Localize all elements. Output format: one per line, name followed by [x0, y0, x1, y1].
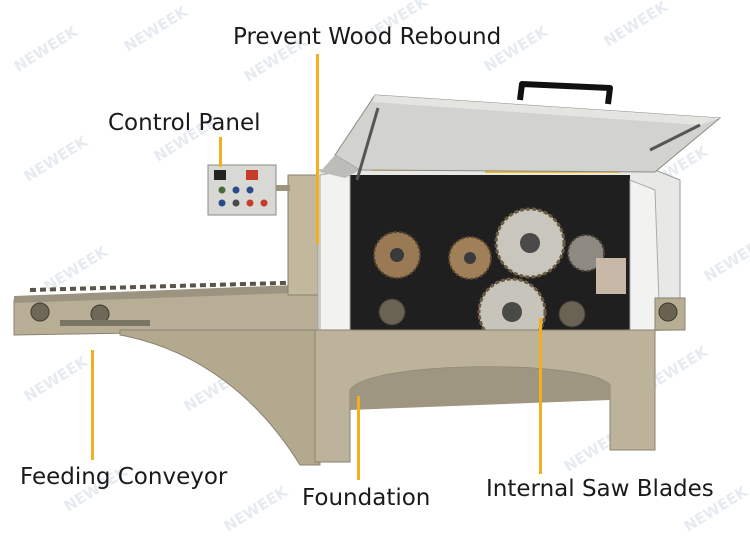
- leader-line-saw-blades: [539, 318, 542, 474]
- label-foundation: Foundation: [302, 485, 431, 511]
- control-panel-box: [207, 164, 290, 216]
- leader-line-foundation: [357, 396, 360, 480]
- leader-line-prevent-rebound: [316, 54, 319, 244]
- top-cover: [320, 81, 722, 181]
- machine-base: [314, 329, 656, 463]
- label-prevent-wood-rebound: Prevent Wood Rebound: [233, 24, 502, 50]
- leader-line-feeding-conveyor: [91, 350, 94, 460]
- label-internal-saw-blades: Internal Saw Blades: [486, 476, 714, 502]
- leader-line-control-panel: [219, 137, 222, 167]
- label-feeding-conveyor: Feeding Conveyor: [20, 464, 228, 490]
- conveyor-support: [119, 329, 321, 466]
- label-control-panel: Control Panel: [108, 110, 261, 136]
- rear-post: [287, 174, 319, 296]
- feeding-conveyor: [13, 280, 321, 336]
